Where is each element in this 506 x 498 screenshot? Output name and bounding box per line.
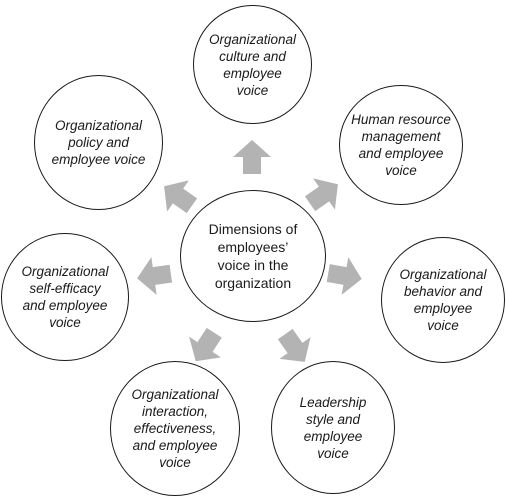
arrow-lower-right bbox=[277, 328, 311, 362]
arrow-upper-left bbox=[164, 180, 198, 214]
arrow-upper-right bbox=[304, 178, 338, 212]
node-organizational-culture: Organizational culture and employee voic… bbox=[193, 5, 312, 124]
node-organizational-interaction: Organizational interaction, effectivenes… bbox=[110, 361, 240, 496]
center-node: Dimensions of employees’ voice in the or… bbox=[180, 190, 326, 322]
node-label: Leadership style and employee voice bbox=[299, 394, 367, 461]
node-label: Organizational culture and employee voic… bbox=[208, 31, 297, 98]
node-label: Human resource management and employee v… bbox=[351, 112, 451, 178]
node-organizational-policy: Organizational policy and employee voice bbox=[34, 75, 163, 210]
node-label: Organizational interaction, effectivenes… bbox=[131, 387, 219, 470]
node-organizational-behavior: Organizational behavior and employee voi… bbox=[381, 237, 505, 363]
node-organizational-self-efficacy: Organizational self-efficacy and employe… bbox=[1, 233, 129, 361]
arrow-up bbox=[233, 140, 271, 174]
node-human-resource-management: Human resource management and employee v… bbox=[339, 85, 463, 205]
arrow-lower-left bbox=[189, 327, 222, 362]
arrow-left bbox=[137, 257, 173, 295]
node-label: Organizational self-efficacy and employe… bbox=[21, 264, 109, 330]
arrow-right bbox=[326, 257, 362, 295]
node-label: Organizational policy and employee voice bbox=[51, 118, 146, 167]
node-label: Organizational behavior and employee voi… bbox=[399, 267, 487, 333]
node-leadership-style: Leadership style and employee voice bbox=[271, 361, 395, 494]
center-label: Dimensions of employees’ voice in the or… bbox=[208, 221, 298, 291]
